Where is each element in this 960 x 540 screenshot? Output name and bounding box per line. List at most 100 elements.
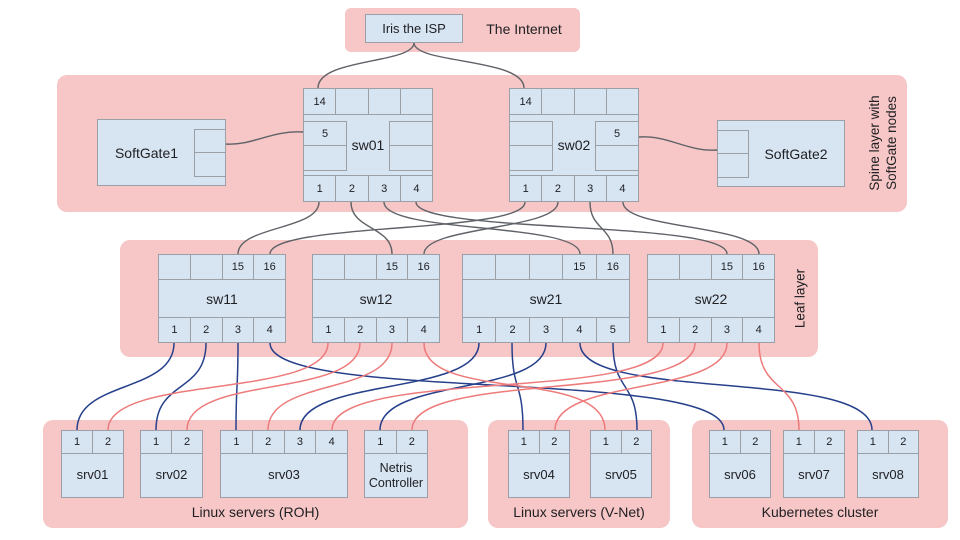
spine-label-line1: Spine layer with	[867, 95, 883, 191]
port-cell: 16	[263, 261, 276, 273]
port-cell: 1	[510, 176, 543, 201]
port-cell	[303, 146, 347, 171]
srv06-ports: 1 2	[710, 431, 770, 454]
port-cell	[369, 89, 401, 114]
sw12-bottom-ports: 1 2 3 4	[313, 317, 439, 342]
sw22-bottom-ports: 1 2 3 4	[648, 317, 774, 342]
port-cell	[530, 255, 564, 279]
port-cell	[463, 255, 497, 279]
node-srv04: 1 2 srv04	[508, 430, 570, 498]
port-cell: 2	[752, 436, 759, 448]
spine-label-line2: SoftGate nodes	[884, 96, 899, 190]
port-cell: 4	[420, 324, 427, 336]
port-cell	[336, 89, 369, 114]
port-cell: 2	[183, 436, 191, 448]
node-label: sw22	[694, 290, 728, 307]
port-cell: 15	[377, 255, 409, 279]
node-label: SoftGate2	[764, 145, 828, 162]
port-cell	[389, 121, 433, 146]
port-cell: 16	[606, 261, 619, 273]
port-cell	[717, 153, 749, 178]
node-srv08: 1 2 srv08	[857, 430, 919, 498]
sw21-top-ports: 15 16	[463, 255, 629, 280]
node-sw02: 14 sw02 5 1 2 3 4	[509, 88, 639, 202]
port-cell: 1	[365, 431, 397, 453]
port-cell	[401, 89, 432, 114]
port-cell: 14	[510, 89, 543, 114]
port-cell: 1	[221, 431, 253, 453]
node-label: Netris Controller	[368, 461, 424, 490]
node-iris: Iris the ISP	[365, 14, 463, 43]
node-softgate2: SoftGate2	[717, 120, 845, 187]
port-cell: 1	[509, 431, 540, 453]
port-cell: 1	[304, 176, 337, 201]
port-cell: 1	[784, 431, 815, 453]
node-softgate1: SoftGate1	[97, 119, 226, 186]
sw21-bottom-ports: 1 2 3 4 5	[463, 317, 629, 342]
port-cell: 3	[223, 318, 255, 342]
port-cell: 1	[648, 318, 680, 342]
port-cell: 14	[304, 89, 337, 114]
node-label: sw11	[206, 290, 238, 307]
node-label: Iris the ISP	[382, 21, 446, 36]
roh-band-label: Linux servers (ROH)	[191, 504, 320, 520]
srv04-ports: 1 2	[509, 431, 569, 454]
port-cell: 15	[223, 255, 255, 279]
port-cell	[313, 255, 345, 279]
port-cell: 1	[141, 431, 172, 453]
port-cell: 4	[328, 436, 335, 448]
port-cell: 2	[680, 318, 712, 342]
port-cell: 5	[609, 324, 616, 336]
port-cell: 2	[496, 318, 530, 342]
port-cell: 5	[303, 121, 347, 146]
node-label: srv06	[724, 467, 756, 483]
port-cell: 1	[591, 431, 622, 453]
port-cell: 3	[575, 176, 607, 201]
node-sw01: 14 5 sw01 1 2 3 4	[303, 88, 433, 202]
node-label: srv01	[76, 467, 109, 483]
port-cell	[648, 255, 680, 279]
port-cell: 1	[463, 318, 497, 342]
sw02-bottom-ports: 1 2 3 4	[510, 175, 638, 201]
port-cell: 3	[712, 318, 744, 342]
port-cell	[389, 146, 433, 171]
node-srv01: 1 2 srv01	[61, 430, 124, 498]
softgate1-ports	[194, 128, 226, 177]
port-cell	[542, 89, 575, 114]
sw01-bottom-ports: 1 2 3 4	[304, 175, 432, 201]
port-cell: 5	[595, 121, 639, 146]
sw11-top-ports: 15 16	[159, 255, 285, 280]
node-srv05: 1 2 srv05	[590, 430, 652, 498]
port-cell	[509, 146, 553, 171]
port-cell: 3	[369, 176, 401, 201]
sw02-right-ports: 5	[595, 121, 639, 171]
port-cell: 3	[530, 318, 564, 342]
port-cell	[194, 128, 226, 153]
port-cell: 2	[345, 318, 377, 342]
port-cell: 1	[858, 431, 889, 453]
node-label: sw12	[359, 290, 393, 307]
leaf-label-text: Leaf layer	[792, 268, 808, 329]
node-label: srv08	[872, 467, 904, 483]
port-cell: 4	[755, 324, 762, 336]
port-cell	[191, 255, 223, 279]
node-srv07: 1 2 srv07	[783, 430, 845, 498]
vnet-band-label: Linux servers (V-Net)	[513, 504, 645, 520]
srv07-ports: 1 2	[784, 431, 844, 454]
sw01-top-ports: 14	[304, 89, 432, 115]
node-label: srv03	[268, 467, 300, 483]
port-cell: 2	[104, 436, 112, 448]
port-cell: 1	[159, 318, 191, 342]
port-cell: 4	[563, 318, 597, 342]
netris-ports: 1 2	[365, 431, 427, 454]
srv01-ports: 1 2	[62, 431, 123, 454]
leaf-band-label: Leaf layer	[793, 239, 810, 359]
node-sw12: 15 16 sw12 1 2 3 4	[312, 254, 440, 343]
port-cell	[717, 129, 749, 154]
node-label: srv05	[605, 467, 637, 483]
port-cell: 2	[900, 436, 907, 448]
sw01-left-ports: 5	[303, 121, 347, 171]
port-cell: 1	[313, 318, 345, 342]
port-cell: 16	[752, 261, 765, 273]
